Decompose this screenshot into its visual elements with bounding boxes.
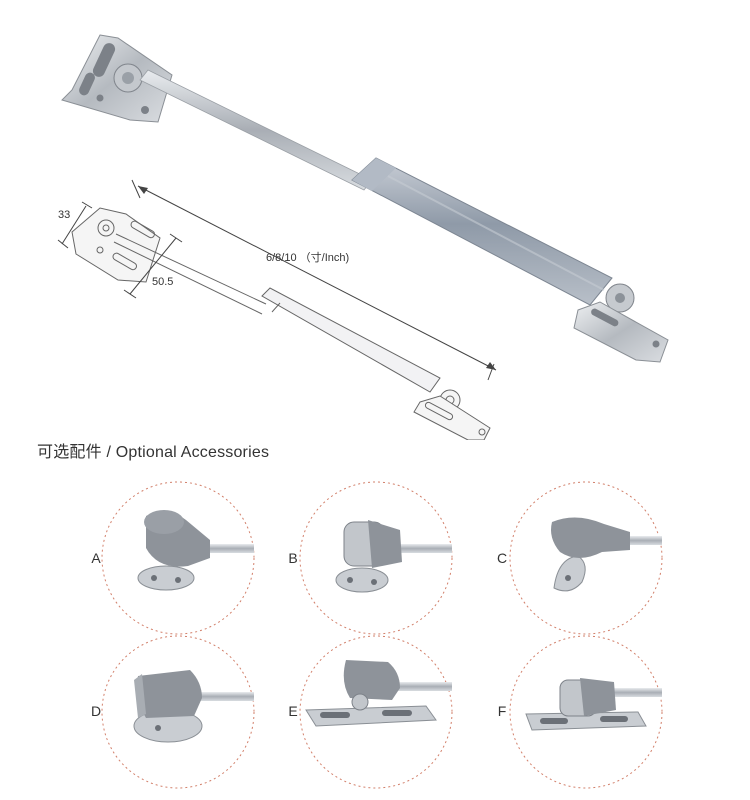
accessory-c[interactable] [506,478,666,638]
roller-swivel-mount-icon [299,481,453,635]
clip-round-mount-icon [101,635,255,789]
accessory-letter-f: F [497,703,507,719]
width-dimension-label: 50.5 [152,276,174,288]
accessory-letter-b: B [288,550,298,566]
accessory-letter-a: A [91,550,101,566]
gas-spring-photo [61,34,669,363]
gas-spring-illustration [57,34,669,440]
accessory-d[interactable] [98,632,258,792]
oval-plate-mount-icon [509,481,663,635]
accessory-a[interactable] [98,478,258,638]
round-swivel-mount-icon [101,481,255,635]
accessory-e[interactable] [296,632,456,792]
accessory-letter-d: D [90,703,102,719]
accessory-letter-e: E [288,703,298,719]
slotted-plate-mount-icon [299,635,453,789]
height-dimension-label: 33 [58,209,71,221]
accessories-title: 可选配件 / Optional Accessories [37,444,270,461]
accessory-f[interactable] [506,632,666,792]
product-hero: 6/8/10 （寸/Inch) 33 50.5 [57,34,669,440]
length-dimension-label: 6/8/10 （寸/Inch) [266,252,350,264]
accessory-b[interactable] [296,478,456,638]
dimension-drawing [57,179,497,440]
slotted-roller-mount-icon [509,635,663,789]
accessory-letter-c: C [496,550,508,566]
